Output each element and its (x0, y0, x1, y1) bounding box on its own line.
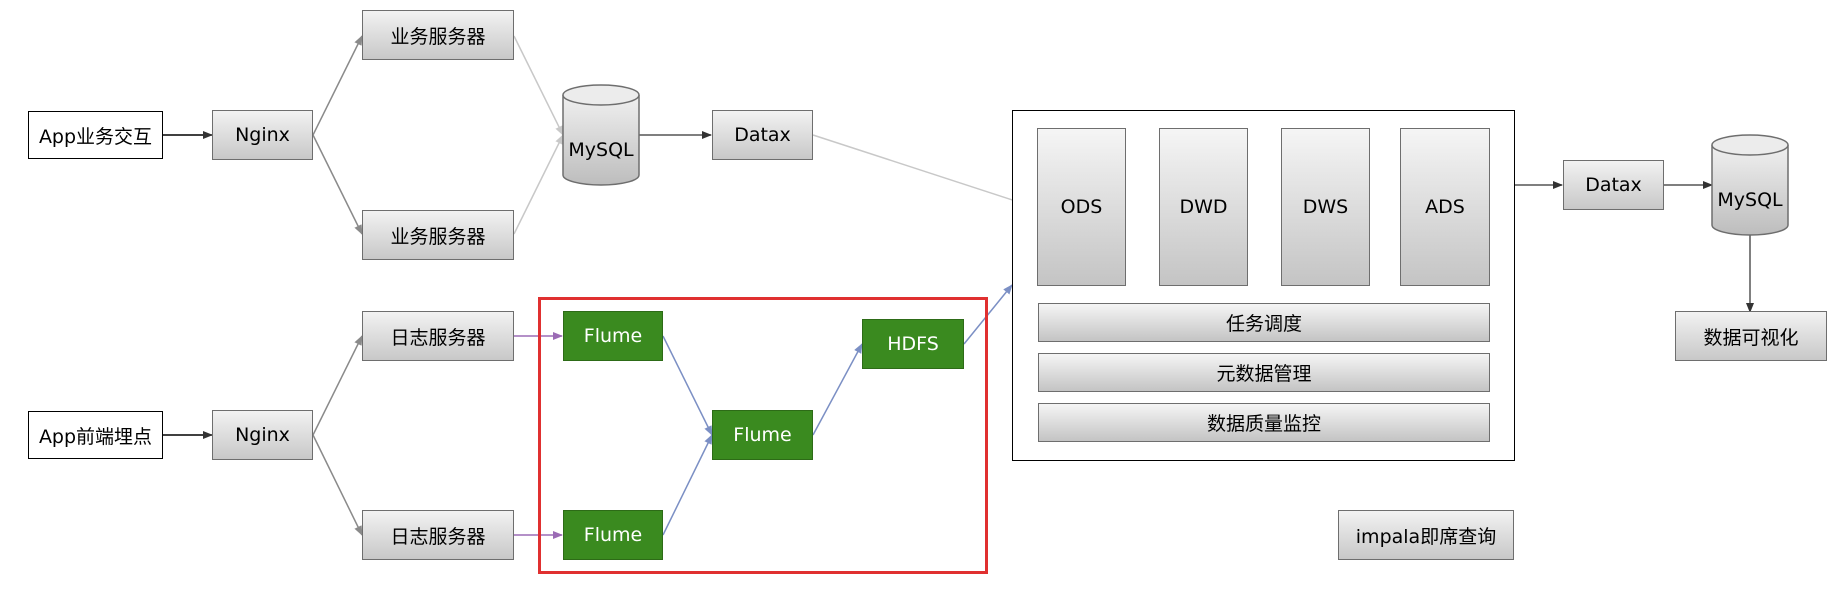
business-server-2-node: 业务服务器 (362, 210, 514, 260)
nginx-bottom-node: Nginx (212, 410, 313, 460)
data-visualization-node: 数据可视化 (1675, 311, 1827, 361)
edge-datax-to-ods (812, 134, 1038, 210)
impala-adhoc-query-node: impala即席查询 (1338, 510, 1514, 560)
service-metadata-management: 元数据管理 (1038, 353, 1490, 392)
mysql-target-cylinder (1711, 134, 1789, 236)
layer-dwd: DWD (1159, 128, 1248, 286)
mysql-source-cylinder (562, 84, 640, 186)
edge-nginx-to-log-2 (312, 434, 363, 536)
edge-nginx-to-business-1 (312, 35, 363, 136)
layer-ods: ODS (1037, 128, 1126, 286)
service-data-quality-monitoring: 数据质量监控 (1038, 403, 1490, 442)
flume-bottom-node: Flume (563, 510, 663, 560)
service-task-scheduling: 任务调度 (1038, 303, 1490, 342)
mysql-source-label: MySQL (568, 139, 634, 161)
mysql-target-label: MySQL (1717, 189, 1783, 211)
layer-dws: DWS (1281, 128, 1370, 286)
edge-hdfs-to-warehouse (963, 284, 1013, 345)
app-frontend-tracking-node: App前端埋点 (28, 411, 163, 459)
datax-out-node: Datax (1563, 160, 1664, 210)
edge-business-1-to-mysql (513, 35, 564, 136)
app-business-interaction-node: App业务交互 (28, 111, 163, 159)
business-server-1-node: 业务服务器 (362, 10, 514, 60)
edge-business-2-to-mysql (513, 134, 564, 235)
edge-nginx-to-business-2 (312, 134, 363, 235)
flume-middle-node: Flume (712, 410, 813, 460)
edge-flume-bottom-to-middle (662, 434, 713, 536)
hdfs-node: HDFS (862, 319, 964, 369)
datax-in-node: Datax (712, 110, 813, 160)
layer-ads: ADS (1400, 128, 1490, 286)
log-server-1-node: 日志服务器 (362, 311, 514, 361)
flume-top-node: Flume (563, 311, 663, 361)
log-server-2-node: 日志服务器 (362, 510, 514, 560)
collection-highlight-frame (538, 297, 988, 574)
edge-flume-middle-to-hdfs (812, 343, 863, 436)
edge-nginx-to-log-1 (312, 335, 363, 436)
nginx-top-node: Nginx (212, 110, 313, 160)
edge-flume-top-to-middle (662, 335, 713, 436)
